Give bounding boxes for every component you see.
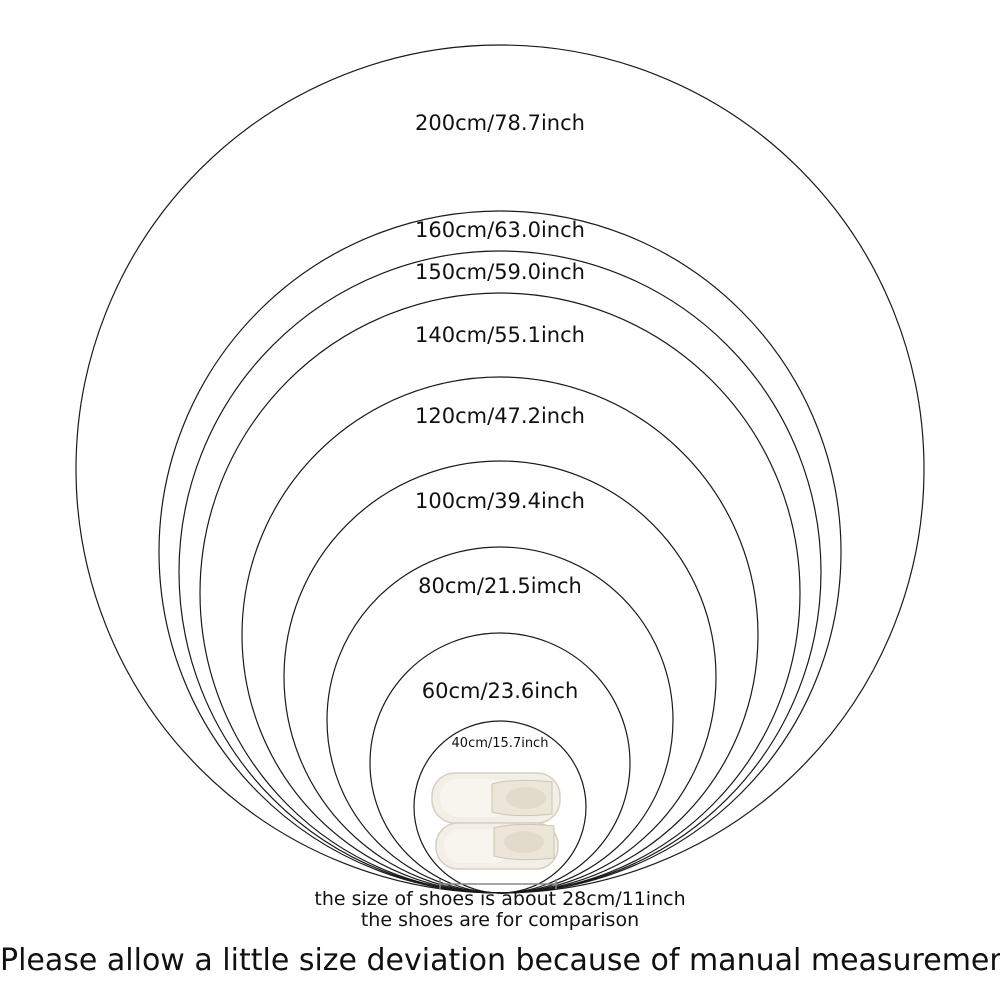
circle-40cm <box>413 720 587 894</box>
comparison-note: the shoes are for comparison <box>360 909 640 931</box>
footer-disclaimer: Please allow a little size deviation bec… <box>0 943 1000 978</box>
label-80cm: 80cm/21.5imch <box>418 574 582 598</box>
label-100cm: 100cm/39.4inch <box>415 489 585 513</box>
shoe-length-marker <box>439 879 557 889</box>
circle-200cm <box>75 44 925 894</box>
slipper-top <box>431 772 561 824</box>
slippers-image <box>431 772 561 870</box>
label-40cm: 40cm/15.7inch <box>451 736 549 751</box>
shoe-size-note: the size of shoes is about 28cm/11inch <box>314 888 686 910</box>
label-150cm: 150cm/59.0inch <box>415 260 585 284</box>
label-200cm: 200cm/78.7inch <box>415 111 585 135</box>
label-140cm: 140cm/55.1inch <box>415 323 585 347</box>
label-120cm: 120cm/47.2inch <box>415 404 585 428</box>
slipper-bottom <box>435 822 559 870</box>
label-160cm: 160cm/63.0inch <box>415 218 585 242</box>
label-60cm: 60cm/23.6inch <box>421 679 579 703</box>
